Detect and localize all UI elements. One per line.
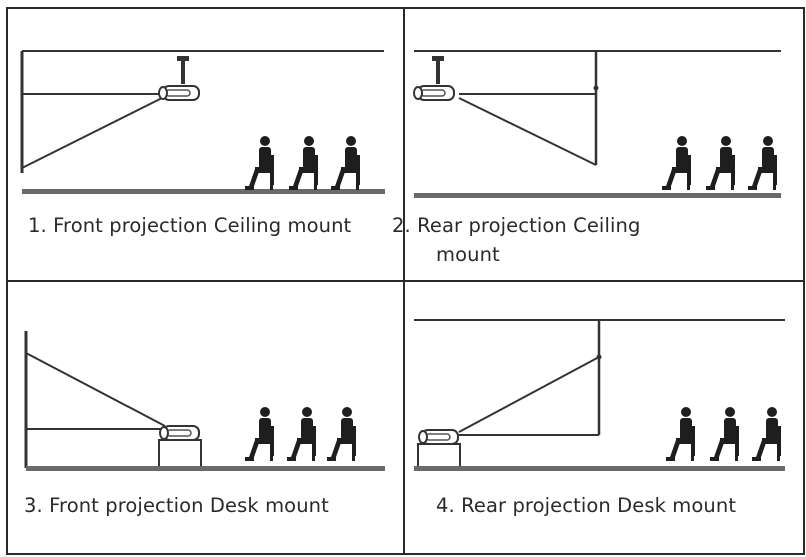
projector-icon bbox=[158, 55, 200, 101]
desk bbox=[417, 443, 461, 470]
projection-beam-bottom bbox=[458, 97, 597, 166]
projection-beam-bottom bbox=[21, 97, 163, 169]
panel-rear-ceiling bbox=[404, 8, 805, 281]
audience-person-icon bbox=[752, 407, 781, 461]
caption-rear-ceiling-line1: 2. Rear projection Ceiling bbox=[392, 214, 641, 237]
desk bbox=[158, 439, 202, 468]
panel-rear-desk bbox=[404, 281, 805, 554]
floor bbox=[26, 466, 385, 471]
projector-icon bbox=[159, 425, 200, 441]
rear-desk-illustration bbox=[414, 319, 785, 471]
audience-person-icon bbox=[289, 136, 318, 190]
audience-person-icon bbox=[331, 136, 360, 190]
audience-person-icon bbox=[245, 407, 274, 461]
projector-icon bbox=[413, 55, 455, 101]
caption-rear-desk: 4. Rear projection Desk mount bbox=[436, 494, 737, 517]
audience-person-icon bbox=[706, 136, 735, 190]
panel-front-ceiling bbox=[7, 8, 404, 281]
caption-rear-ceiling: 2. Rear projection Ceiling mount bbox=[392, 211, 692, 269]
audience-person-icon bbox=[710, 407, 739, 461]
audience-person-icon bbox=[666, 407, 695, 461]
front-ceiling-illustration bbox=[20, 50, 385, 194]
projection-beam-top bbox=[25, 352, 166, 427]
caption-front-ceiling: 1. Front projection Ceiling mount bbox=[28, 214, 352, 237]
front-desk-illustration bbox=[24, 331, 385, 471]
audience-person-icon bbox=[287, 407, 316, 461]
projection-beam-top bbox=[458, 356, 600, 433]
panel-front-desk bbox=[7, 281, 404, 554]
floor bbox=[414, 193, 781, 198]
audience-person-icon bbox=[245, 136, 274, 190]
caption-front-desk: 3. Front projection Desk mount bbox=[24, 494, 329, 517]
screen-mount-point bbox=[593, 85, 599, 91]
audience-person-icon bbox=[662, 136, 691, 190]
projector-icon bbox=[418, 429, 459, 445]
caption-rear-ceiling-line2: mount bbox=[436, 243, 500, 266]
rear-ceiling-illustration bbox=[413, 50, 781, 198]
floor bbox=[414, 466, 785, 471]
floor bbox=[22, 189, 385, 194]
audience-person-icon bbox=[748, 136, 777, 190]
audience-person-icon bbox=[327, 407, 356, 461]
